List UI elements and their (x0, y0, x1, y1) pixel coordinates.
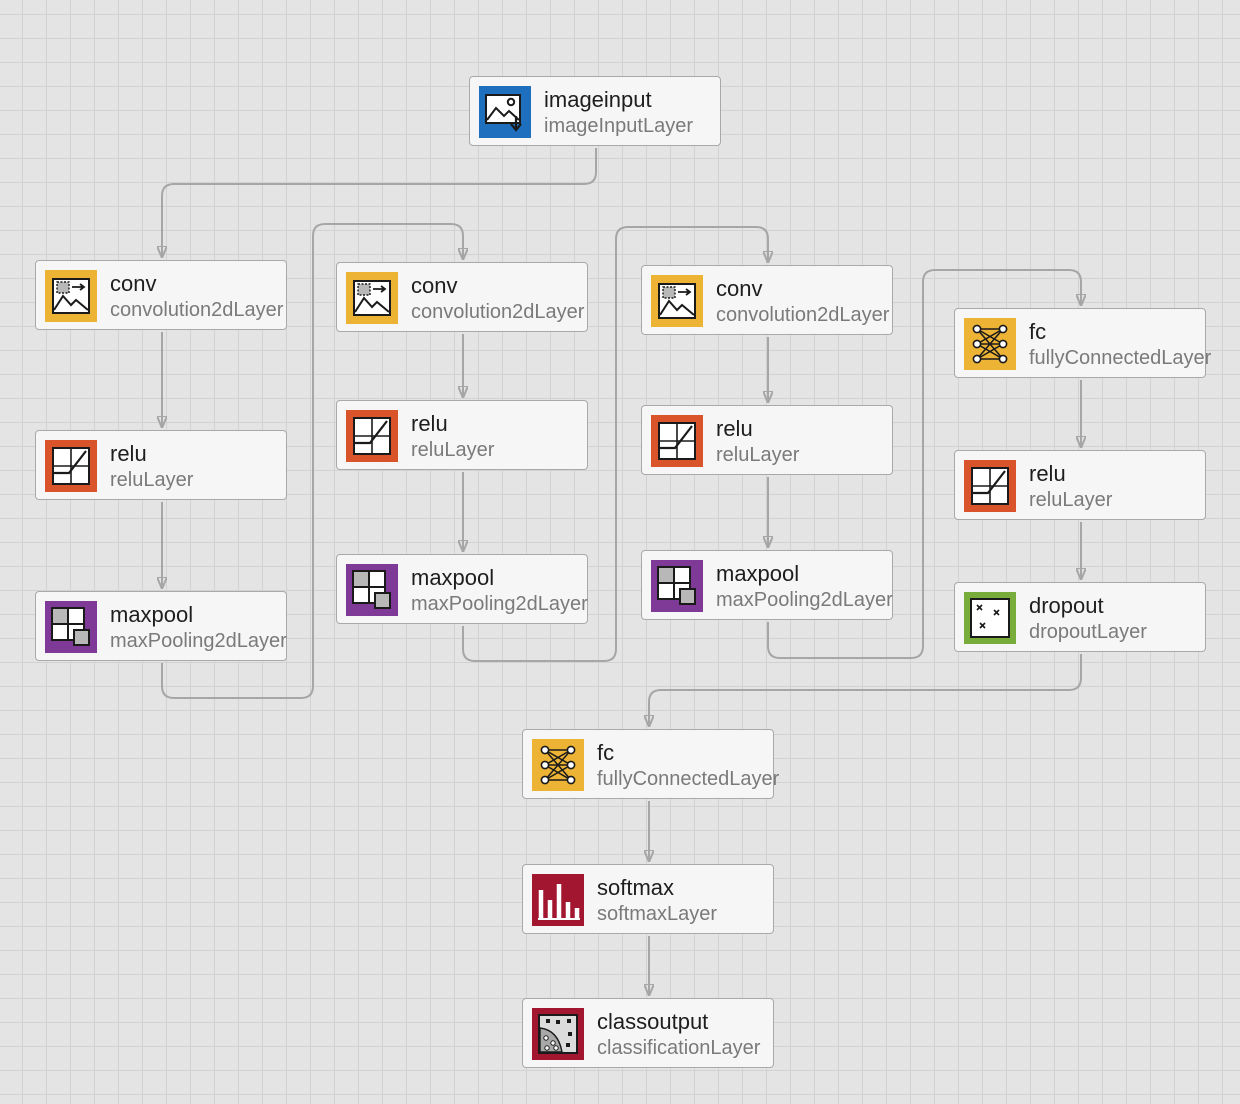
layer-type: classificationLayer (597, 1037, 761, 1059)
layer-node-maxpool-3[interactable]: maxpool maxPooling2dLayer (641, 550, 893, 620)
layer-type: maxPooling2dLayer (110, 630, 287, 652)
edge-dropout-to-fc-2 (649, 654, 1082, 727)
layer-name: relu (1029, 461, 1066, 486)
layer-node-relu-2[interactable]: relu reluLayer (336, 400, 588, 470)
layer-name: relu (716, 416, 753, 441)
layer-type: reluLayer (411, 439, 495, 461)
layer-type: fullyConnectedLayer (597, 768, 780, 790)
relu-icon (964, 460, 1016, 512)
layer-name: fc (1029, 319, 1047, 344)
layer-name: maxpool (716, 561, 800, 586)
relu-icon (45, 440, 97, 492)
fully-connected-icon (964, 318, 1016, 370)
layer-name: classoutput (597, 1009, 709, 1034)
convolution-icon (45, 270, 97, 322)
max-pooling-icon (651, 560, 703, 612)
layer-node-softmax[interactable]: softmax softmaxLayer (522, 864, 774, 934)
layer-type: reluLayer (110, 469, 194, 491)
classification-output-icon (532, 1008, 584, 1060)
layer-type: maxPooling2dLayer (716, 589, 893, 611)
layer-node-fc-1[interactable]: fc fullyConnectedLayer (954, 308, 1212, 378)
layer-name: fc (597, 740, 615, 765)
layer-name: relu (110, 441, 147, 466)
layer-node-fc-2[interactable]: fc fullyConnectedLayer (522, 729, 780, 799)
layer-node-relu-4[interactable]: relu reluLayer (954, 450, 1206, 520)
layer-name: maxpool (411, 565, 495, 590)
max-pooling-icon (346, 564, 398, 616)
layer-node-conv-2[interactable]: conv convolution2dLayer (336, 262, 588, 332)
edge-imageinput-to-conv-1 (162, 148, 597, 258)
layer-name: imageinput (544, 87, 652, 112)
layer-node-maxpool-2[interactable]: maxpool maxPooling2dLayer (336, 554, 588, 624)
layer-name: maxpool (110, 602, 194, 627)
layer-node-classoutput[interactable]: classoutput classificationLayer (522, 998, 774, 1068)
layer-type: maxPooling2dLayer (411, 593, 588, 615)
layer-name: dropout (1029, 593, 1104, 618)
layer-node-dropout[interactable]: dropout dropoutLayer (954, 582, 1206, 652)
layer-name: conv (716, 276, 763, 301)
max-pooling-icon (45, 601, 97, 653)
layer-node-relu-3[interactable]: relu reluLayer (641, 405, 893, 475)
layer-node-relu-1[interactable]: relu reluLayer (35, 430, 287, 500)
dropout-icon (964, 592, 1016, 644)
layer-type: convolution2dLayer (110, 299, 284, 321)
relu-icon (346, 410, 398, 462)
layer-type: softmaxLayer (597, 903, 718, 925)
layer-type: imageInputLayer (544, 115, 693, 137)
layer-type: dropoutLayer (1029, 621, 1147, 643)
layer-type: convolution2dLayer (411, 301, 585, 323)
layer-type: reluLayer (716, 444, 800, 466)
softmax-icon (532, 874, 584, 926)
image-input-icon (479, 86, 531, 138)
relu-icon (651, 415, 703, 467)
convolution-icon (346, 272, 398, 324)
layer-type: reluLayer (1029, 489, 1113, 511)
layer-name: conv (110, 271, 157, 296)
layer-node-maxpool-1[interactable]: maxpool maxPooling2dLayer (35, 591, 287, 661)
layer-type: fullyConnectedLayer (1029, 347, 1212, 369)
fully-connected-icon (532, 739, 584, 791)
layer-node-conv-1[interactable]: conv convolution2dLayer (35, 260, 287, 330)
layer-name: softmax (597, 875, 675, 900)
layer-name: conv (411, 273, 458, 298)
layer-node-imageinput[interactable]: imageinput imageInputLayer (469, 76, 721, 146)
convolution-icon (651, 275, 703, 327)
layer-type: convolution2dLayer (716, 304, 890, 326)
layer-name: relu (411, 411, 448, 436)
layer-node-conv-3[interactable]: conv convolution2dLayer (641, 265, 893, 335)
